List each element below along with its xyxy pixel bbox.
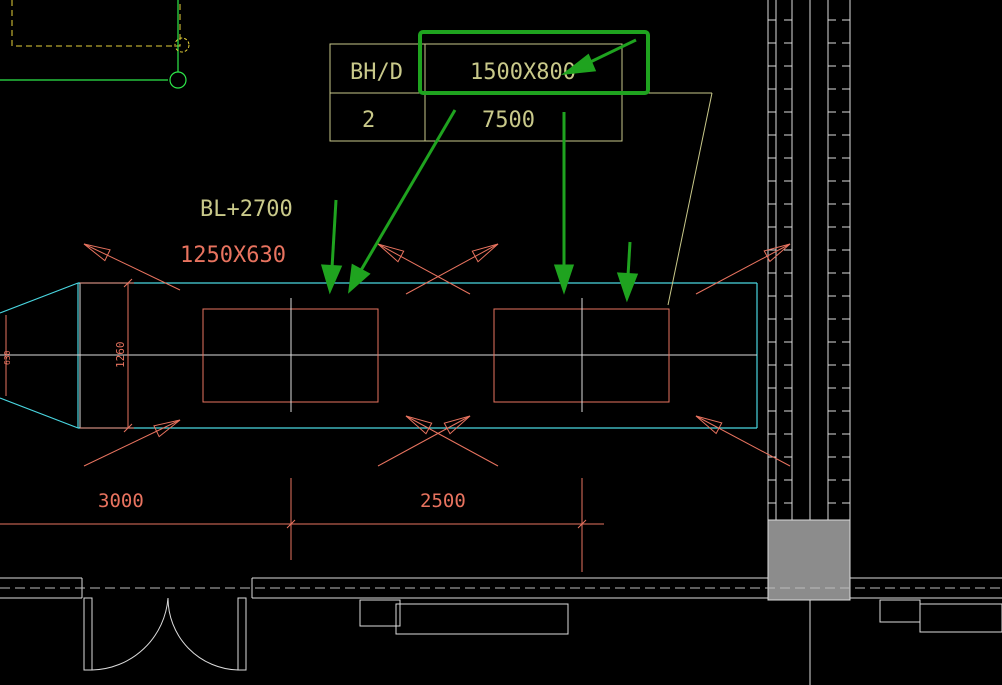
wall-shaft-ticks [768,19,850,504]
room-outline-dashed [11,0,181,47]
airflow-diagonal-arrows [83,243,791,467]
dim-left-small-text: 630 [3,350,12,365]
table-row-col1: 2 [362,108,375,133]
table-row-col2: 7500 [482,108,535,133]
dim-duct-height [5,278,134,433]
bottom-wall [0,577,1002,599]
wall-shaft [767,0,851,685]
column-marker [0,0,187,89]
dim-bottom [0,478,604,572]
dim-bottom-left-text: 3000 [98,490,144,512]
duct-elevation-label: BL+2700 [200,197,293,222]
table-header-col1: BH/D [350,60,403,85]
door-leaves [83,597,1002,671]
shaft-column-fill [767,519,851,601]
dim-duct-height-text: 1260 [114,342,127,369]
air-outlets [202,298,670,412]
highlight-box [418,30,650,95]
dim-bottom-mid-text: 2500 [420,490,466,512]
annotation-arrows [320,38,639,303]
table-header-col2: 1500X800 [470,60,576,85]
dashed-column-marker [174,37,190,53]
duct-size-label: 1250X630 [180,243,286,268]
